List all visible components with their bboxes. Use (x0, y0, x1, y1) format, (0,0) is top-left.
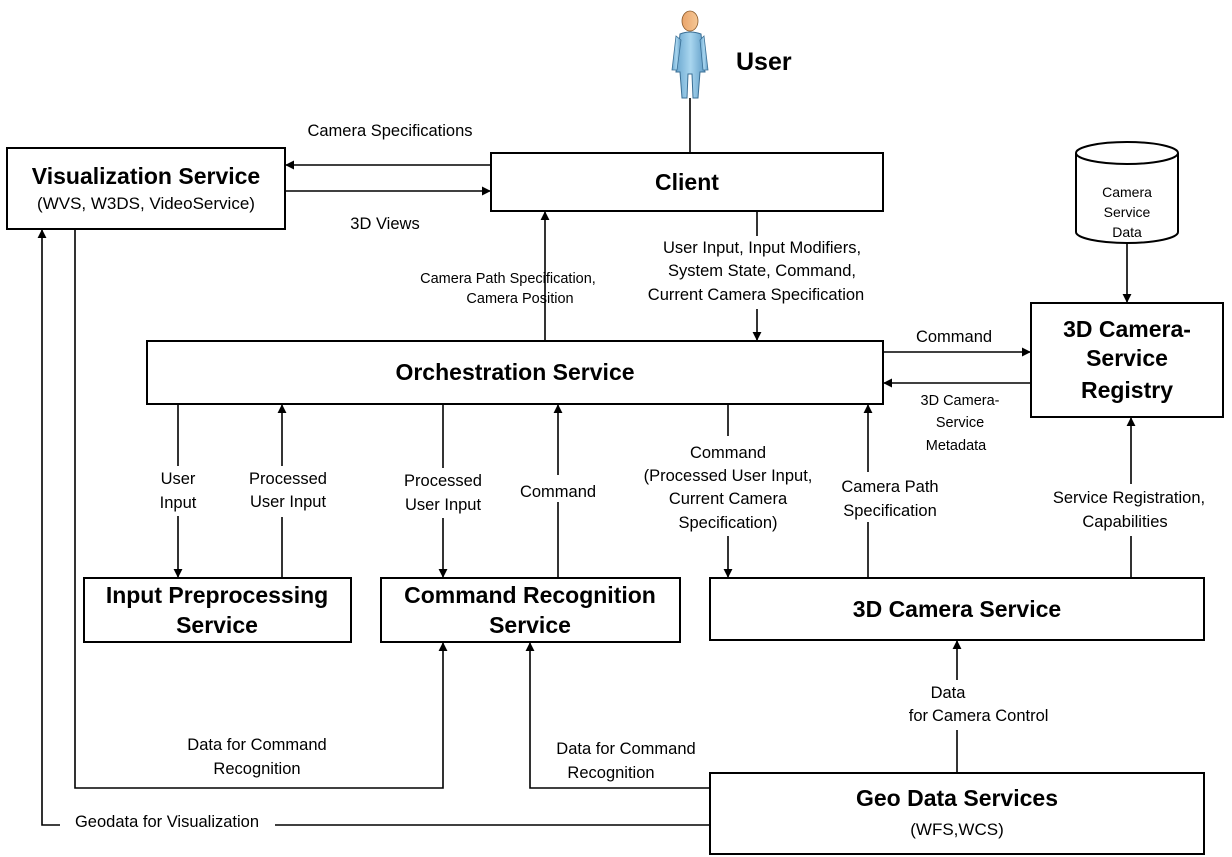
arrow-geodata-for-visualization (37, 229, 60, 826)
camera-service-box[interactable]: 3D Camera Service (709, 577, 1205, 641)
label-data-command-right-line-1: Data for Command (556, 740, 695, 758)
label-command-to-camera-line-3: Current Camera (669, 490, 788, 508)
label-data-command-left-line-2: Recognition (213, 760, 300, 778)
label-service-registration-line-2: Capabilities (1082, 513, 1167, 531)
client-title: Client (655, 169, 719, 195)
label-user-input-block-line-1: User Input, Input Modifiers, (663, 239, 861, 257)
input-preprocessing-title-line-1: Input Preprocessing (106, 582, 328, 608)
client-box[interactable]: Client (490, 152, 884, 212)
database-label-line-2: Service (1104, 204, 1151, 220)
label-data-command-left-line-1: Data for Command (187, 736, 326, 754)
label-user-input-block-line-3: Current Camera Specification (648, 286, 864, 304)
label-command-to-registry: Command (916, 328, 992, 346)
database-label-line-3: Data (1112, 224, 1142, 240)
arrow-data-for-command-recognition-left (74, 229, 448, 789)
label-processed-up-line-1: Processed (249, 470, 327, 488)
label-geodata-for-visualization: Geodata for Visualization (75, 813, 259, 831)
arrow-data-for-command-recognition-right (525, 642, 710, 789)
label-command-to-camera-line-4: Specification) (678, 514, 777, 532)
label-user-input-line-2: Input (160, 494, 197, 512)
registry-title-line-1: 3D Camera- (1063, 316, 1191, 342)
command-recognition-title-line-2: Service (489, 612, 571, 638)
label-command-to-camera-line-1: Command (690, 444, 766, 462)
user-label: User (736, 48, 792, 76)
label-processed-down-line-1: Processed (404, 472, 482, 490)
label-camera-path-line-1: Camera Path (841, 478, 938, 496)
label-user-input-line-1: User (161, 470, 196, 488)
visualization-title: Visualization Service (32, 163, 260, 189)
label-user-input-block-line-2: System State, Command, (668, 262, 856, 280)
command-recognition-title-line-1: Command Recognition (404, 582, 656, 608)
geo-data-title: Geo Data Services (856, 785, 1058, 811)
orchestration-service-box[interactable]: Orchestration Service (146, 340, 884, 405)
visualization-service-box[interactable]: Visualization Service (WVS, W3DS, VideoS… (6, 147, 286, 230)
label-command-up: Command (520, 483, 596, 501)
label-camera-path-position-line-1: Camera Path Specification, (420, 271, 596, 287)
camera-service-data-database-icon: Camera Service Data (1075, 141, 1179, 244)
input-preprocessing-title-line-2: Service (176, 612, 258, 638)
label-camera-control-line-2: for (909, 707, 929, 725)
label-data-command-right-line-2: Recognition (567, 764, 654, 782)
label-3d-views: 3D Views (350, 215, 419, 233)
orchestration-title: Orchestration Service (395, 359, 634, 385)
user-figure-icon (671, 10, 709, 99)
label-camera-specifications: Camera Specifications (307, 122, 472, 140)
label-command-to-camera-line-2: (Processed User Input, (644, 467, 813, 485)
camera-service-title: 3D Camera Service (853, 596, 1061, 622)
registry-title-line-2: Service (1086, 345, 1168, 371)
geo-data-subtitle: (WFS,WCS) (910, 820, 1003, 839)
geo-data-services-box[interactable]: Geo Data Services (WFS,WCS) (709, 772, 1205, 855)
input-preprocessing-service-box[interactable]: Input Preprocessing Service (83, 577, 352, 643)
database-label-line-1: Camera (1102, 184, 1152, 200)
label-registry-metadata-line-1: 3D Camera- (921, 393, 1000, 409)
label-camera-control-line-1: Data (931, 684, 967, 702)
label-camera-path-position-line-2: Camera Position (466, 291, 573, 307)
label-processed-down-line-2: User Input (405, 496, 482, 514)
command-recognition-service-box[interactable]: Command Recognition Service (380, 577, 681, 643)
label-camera-path-line-2: Specification (843, 502, 937, 520)
label-registry-metadata-line-3: Metadata (926, 438, 987, 454)
camera-service-registry-box[interactable]: 3D Camera- Service Registry (1030, 302, 1224, 418)
label-registry-metadata-line-2: Service (936, 415, 984, 431)
label-service-registration-line-1: Service Registration, (1053, 489, 1205, 507)
registry-title-line-3: Registry (1081, 377, 1173, 403)
label-camera-control-line-3: Camera Control (932, 707, 1048, 725)
visualization-subtitle: (WVS, W3DS, VideoService) (37, 194, 255, 213)
label-processed-up-line-2: User Input (250, 493, 327, 511)
